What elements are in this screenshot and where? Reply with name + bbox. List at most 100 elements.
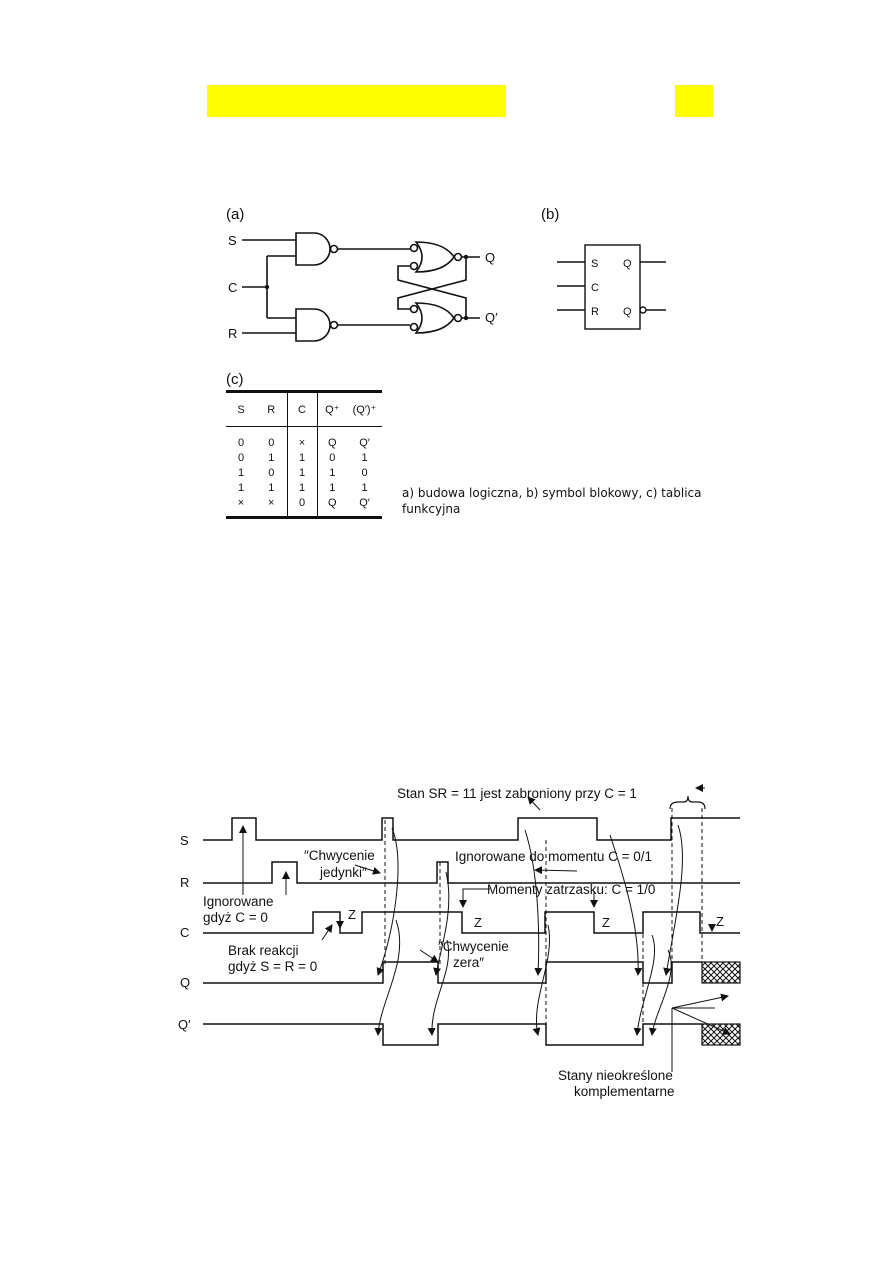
nor-gate-top [414,241,455,273]
table-cell: × [268,496,275,509]
function-table-frame: S R C Q⁺ (Q′)⁺ 0 0 × Q Q′ 0 1 1 0 1 1 0 … [226,390,382,519]
table-header-row: S R C Q⁺ (Q′)⁺ [226,393,382,427]
pin-qn: Q [623,306,632,318]
waveform-c [203,911,740,934]
table-cell: 0 [316,450,347,465]
nor-bottom-out-bubble [453,313,463,323]
table-row: 0 0 × Q Q′ [226,426,382,450]
table-cell: 0 [268,466,275,479]
input-c-label: C [228,280,237,295]
table-cell: 0 [237,451,245,464]
wire-cross-1 [397,257,467,310]
pin-c: C [591,282,599,294]
z-marker: Z [602,915,610,930]
annotation-ignored-2: gdyż C = 0 [203,910,268,925]
figure-a-schematic: (a) S C R Q Q′ [226,206,498,342]
pin-s: S [591,258,598,270]
nor-top-out-bubble [453,252,463,262]
flip-flop-box [584,244,641,330]
nand-bottom-bubble [329,320,339,330]
z-marker: Z [348,907,356,922]
function-table: S R C Q⁺ (Q′)⁺ 0 0 × Q Q′ 0 1 1 0 1 1 0 … [226,393,382,516]
table-cell: Q [316,426,347,450]
table-cell: 1 [237,466,245,479]
table-cell: 0 [237,436,245,449]
figure-b-block-symbol: (b) S C R Q Q [541,206,666,330]
table-cell: 1 [361,451,368,464]
table-cell: 1 [237,481,245,494]
waveform-qn [203,1023,702,1046]
waveform-r [203,861,740,884]
undefined-state-q [701,961,741,984]
table-cell: 1 [268,451,275,464]
nor-top-in-bubble-1 [409,243,419,253]
table-header: C [286,393,317,427]
pin-r: R [591,306,599,318]
table-cell: 1 [316,480,347,495]
table-cell: 1 [286,480,317,495]
figure-caption: a) budowa logiczna, b) symbol blokowy, c… [402,485,732,517]
annotation-no-reaction-2: gdyż S = R = 0 [228,959,317,974]
nand-gate-top [295,232,331,266]
annotation-catch-zero-2: zera″ [453,955,484,970]
annotation-catch-one-2: jedynki″ [319,865,367,880]
figure-c-label: (c) [226,371,244,388]
nor-bottom-in-bubble-2 [409,322,419,332]
table-cell: Q [316,495,347,516]
annotation-ignored-until: Ignorowane do momentu C = 0/1 [455,849,652,864]
z-marker: Z [716,914,724,929]
caption-line-1: a) budowa logiczna, b) symbol blokowy, c… [402,486,702,500]
table-row: × × 0 Q Q′ [226,495,382,516]
waveform-s [203,817,740,841]
table-cell: 1 [361,481,368,494]
input-r-label: R [228,326,237,341]
z-marker: Z [474,915,482,930]
figure-a-label: (a) [226,206,244,223]
annotation-undefined-1: Stany nieokreślone [558,1068,673,1083]
table-cell: 0 [286,495,317,516]
nand-gate-bottom [295,308,331,342]
wire-cross-2 [397,265,467,318]
table-cell: 1 [268,481,275,494]
highlight-bar-left [207,85,506,117]
annotation-ignored-1: Ignorowane [203,894,274,909]
nor-top-in-bubble-2 [409,261,419,271]
annotation-undefined-2: komplementarne [574,1084,675,1099]
caption-line-2: funkcyjna [402,502,461,516]
table-cell: Q′ [359,436,370,449]
pin-q: Q [623,258,632,270]
table-row: 1 0 1 1 0 [226,465,382,480]
table-header: (Q′)⁺ [352,404,377,416]
table-row: 1 1 1 1 1 [226,480,382,495]
wire-c-split [266,255,296,319]
signal-c-label: C [180,925,189,940]
undefined-state-qn [701,1023,741,1046]
table-header: Q⁺ [316,393,347,427]
waveform-q [203,961,702,984]
table-cell: × [286,426,317,450]
signal-q-label: Q [180,975,190,990]
annotation-latch-moments: Momenty zatrzasku: C = 1/0 [487,882,655,897]
table-cell: 0 [361,466,368,479]
table-cell: 1 [286,465,317,480]
table-cell: 1 [316,465,347,480]
table-cell: 1 [286,450,317,465]
table-header: S [237,403,245,416]
forbidden-brace [669,795,706,810]
highlight-bar-right [675,85,713,117]
signal-r-label: R [180,875,189,890]
table-cell: 0 [268,436,275,449]
output-qn-label: Q′ [485,310,498,325]
input-s-label: S [228,233,237,248]
signal-s-label: S [180,833,189,848]
figure-b-label: (b) [541,206,559,223]
table-cell: Q′ [359,496,370,509]
output-q-label: Q [485,250,495,265]
nor-bottom-in-bubble-1 [409,304,419,314]
annotation-forbidden: Stan SR = 11 jest zabroniony przy C = 1 [397,786,637,801]
nand-top-bubble [329,244,339,254]
nor-gate-bottom [414,302,455,334]
timing-diagram: S R C Q Q′ [178,784,741,1099]
annotation-catch-one-1: ″Chwycenie [304,848,375,863]
table-row: 0 1 1 0 1 [226,450,382,465]
